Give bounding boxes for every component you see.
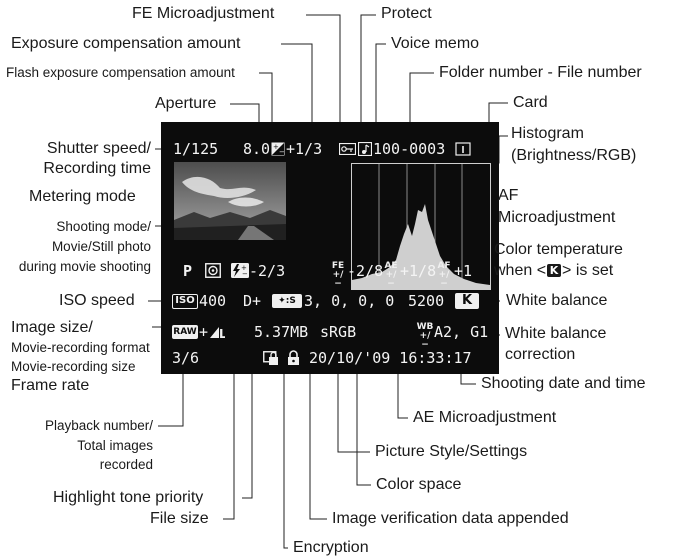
label-highlight-tone: Highlight tone priority — [53, 489, 204, 506]
highlight-tone-value: D+ — [243, 292, 262, 310]
label-metering: Metering mode — [29, 188, 136, 205]
af-micro-value: +1 — [454, 262, 473, 280]
exposure-comp-icon: + − — [271, 142, 285, 156]
label-color-temp-2: when <K> is set — [494, 262, 614, 279]
leader-exposure-comp — [281, 43, 313, 136]
label-image-size-2: Movie-recording format — [11, 340, 150, 355]
flash-comp-icon: + − — [231, 263, 249, 278]
label-af-micro-1: AF — [498, 187, 519, 204]
image-quality-value: + — [199, 323, 209, 341]
aperture-value: 8.0 — [243, 140, 271, 158]
folder-file-value: 100-0003 — [373, 140, 446, 158]
ae-badge: AE+/− — [384, 261, 398, 289]
picture-style-badge: ✦:S — [272, 294, 302, 308]
label-shooting-date: Shooting date and time — [481, 375, 646, 392]
leader-highlight-tone — [242, 313, 253, 499]
iso-value: 400 — [199, 292, 227, 310]
color-temp-value: 5200 — [408, 292, 445, 310]
flash-comp-value: -2/3 — [249, 262, 286, 280]
svg-text:+: + — [241, 264, 247, 272]
label-af-micro-2: Microadjustment — [498, 209, 616, 226]
histogram-panel — [351, 163, 491, 290]
ae-micro-value: +1/8 — [400, 262, 437, 280]
label-flash-comp: Flash exposure compensation amount — [6, 65, 235, 80]
label-encryption: Encryption — [293, 539, 369, 556]
label-shutter-1: Shutter speed/ — [46, 140, 151, 157]
label-shooting-mode-2: Movie/Still photo — [51, 239, 151, 254]
wb-correction-value: A2, G1 — [434, 323, 489, 341]
label-shooting-mode-1: Shooting mode/ — [56, 219, 151, 234]
label-folder-file: Folder number - File number — [439, 64, 642, 81]
label-file-size: File size — [150, 510, 209, 527]
raw-badge: RAW — [172, 325, 198, 339]
svg-text:L: L — [219, 327, 225, 339]
voice-memo-icon — [358, 142, 372, 156]
label-protect: Protect — [381, 5, 432, 22]
leader-protect — [360, 14, 376, 136]
af-badge: AF+/− — [437, 261, 451, 289]
metering-icon — [205, 263, 221, 278]
lock-icon — [288, 350, 299, 365]
iso-badge: ISO — [172, 294, 198, 309]
label-image-verification: Image verification data appended — [332, 510, 569, 527]
svg-text:+: + — [273, 143, 279, 151]
label-voice-memo: Voice memo — [391, 35, 480, 52]
label-exposure-comp: Exposure compensation amount — [11, 35, 241, 52]
label-histogram-1: Histogram — [511, 125, 584, 142]
leader-folder-file — [409, 72, 434, 136]
svg-text:−: − — [242, 270, 248, 278]
label-wb-correction-2: correction — [505, 346, 576, 363]
label-color-temp-1: Color temperature — [494, 241, 623, 258]
card-icon — [455, 142, 471, 156]
image-size-icon: L — [210, 327, 225, 339]
kelvin-badge: K — [455, 293, 479, 309]
leader-file-size — [223, 345, 235, 520]
leader-voice-memo — [375, 43, 386, 136]
label-playback-1: Playback number/ — [44, 418, 153, 433]
thumbnail-photo — [174, 162, 286, 240]
label-shooting-mode-3: during movie shooting — [18, 259, 151, 274]
playback-value: 3/6 — [172, 349, 200, 367]
label-fe-micro: FE Microadjustment — [132, 5, 275, 22]
svg-text:−: − — [279, 148, 285, 156]
label-aperture: Aperture — [155, 95, 217, 112]
picture-style-value: 3, 0, 0, 0 — [304, 292, 395, 310]
kelvin-key-icon: K — [547, 264, 562, 277]
histogram-graph — [352, 164, 490, 289]
label-image-size-1: Image size/ — [11, 319, 93, 336]
fe-micro-value: -2/8 — [347, 262, 384, 280]
wb-badge: WB+/− — [416, 322, 434, 350]
color-space-value: sRGB — [320, 323, 357, 341]
label-image-size-4: Frame rate — [11, 377, 90, 394]
landscape-image — [174, 162, 286, 240]
label-card: Card — [513, 94, 548, 111]
picture-style-icon: ✦ — [278, 296, 286, 306]
date-time-value: 20/10/'09 16:33:17 — [309, 349, 472, 367]
label-ae-micro: AE Microadjustment — [413, 409, 557, 426]
label-wb-correction-1: White balance — [505, 325, 607, 342]
shutter-speed-value: 1/125 — [173, 140, 219, 158]
label-picture-style: Picture Style/Settings — [375, 443, 528, 460]
label-image-size-3: Movie-recording size — [11, 359, 136, 374]
shooting-mode-value: P — [183, 262, 193, 280]
leader-color-space — [356, 345, 371, 486]
label-color-space: Color space — [376, 476, 462, 493]
file-size-value: 5.37MB — [254, 323, 309, 341]
leader-image-verification — [309, 369, 327, 520]
fe-badge: FE+/− — [331, 261, 345, 289]
label-histogram-2: (Brightness/RGB) — [511, 147, 637, 164]
label-white-balance: White balance — [506, 292, 608, 309]
label-playback-3: recorded — [99, 457, 153, 472]
exposure-comp-value: +1/3 — [286, 140, 323, 158]
leader-playback — [158, 363, 184, 427]
protect-key-icon — [339, 143, 356, 155]
leader-encryption — [283, 369, 288, 549]
label-shutter-2: Recording time — [43, 160, 151, 177]
label-playback-2: Total images — [77, 438, 153, 453]
verification-icon — [263, 351, 278, 365]
label-iso: ISO speed — [59, 292, 135, 309]
